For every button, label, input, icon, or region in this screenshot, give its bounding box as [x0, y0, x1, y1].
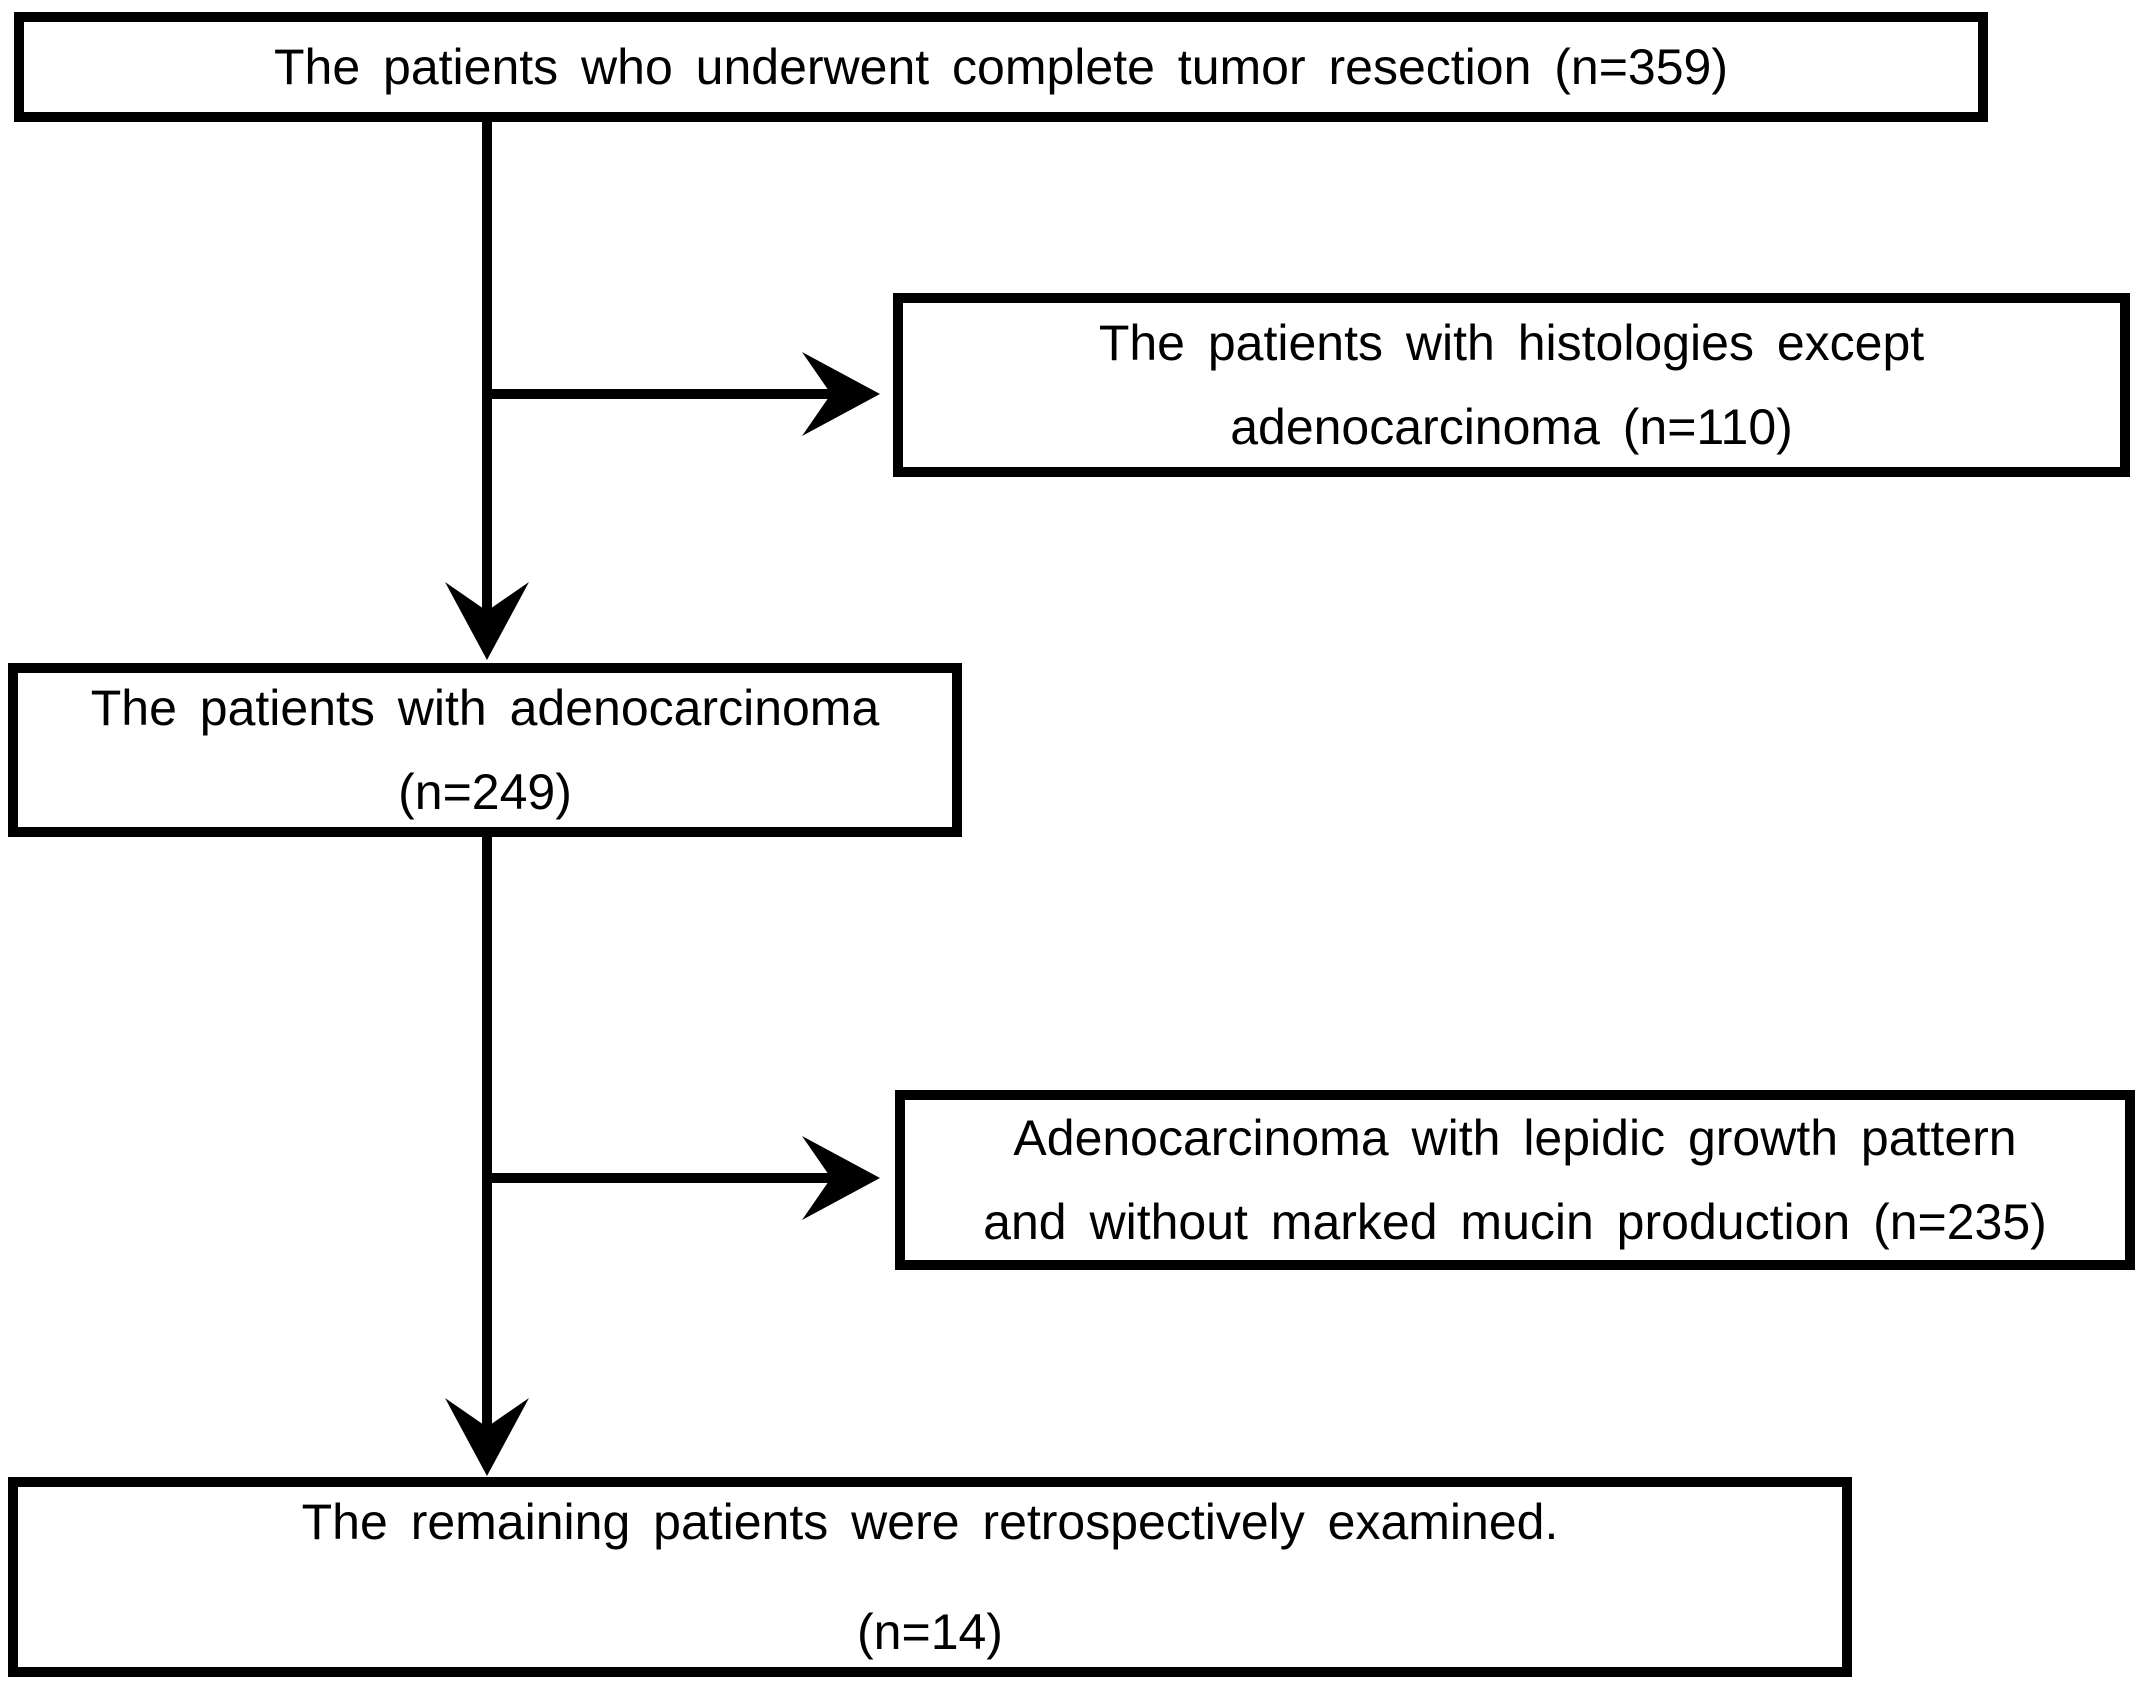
node-text-line: (n=14) [857, 1604, 1003, 1660]
arrowhead-right-to-histologies-except [802, 352, 880, 436]
node-lepidic-growth-excluded: Adenocarcinoma with lepidic growth patte… [895, 1090, 2135, 1270]
node-histologies-except-adenocarcinoma: The patients with histologies except ade… [893, 293, 2130, 477]
arrowhead-down-to-remaining [445, 1398, 529, 1476]
node-text-line: (n=249) [398, 764, 572, 820]
node-complete-tumor-resection: The patients who underwent complete tumo… [14, 12, 1988, 122]
node-remaining-patients-examined: The remaining patients were retrospectiv… [8, 1477, 1852, 1677]
node-text-line: adenocarcinoma (n=110) [1230, 399, 1793, 455]
arrowhead-down-to-adenocarcinoma [445, 582, 529, 660]
node-text-line: The patients who underwent complete tumo… [273, 39, 1729, 95]
node-text-line: The patients with histologies except [1098, 315, 1925, 371]
node-text-line: The remaining patients were retrospectiv… [301, 1494, 1559, 1550]
node-patients-with-adenocarcinoma: The patients with adenocarcinoma (n=249) [8, 663, 962, 837]
node-text-line: Adenocarcinoma with lepidic growth patte… [1013, 1110, 2017, 1166]
node-text-line: and without marked mucin production (n=2… [983, 1194, 2047, 1250]
node-text-line: The patients with adenocarcinoma [90, 680, 880, 736]
arrowhead-right-to-lepidic-excluded [802, 1136, 880, 1220]
